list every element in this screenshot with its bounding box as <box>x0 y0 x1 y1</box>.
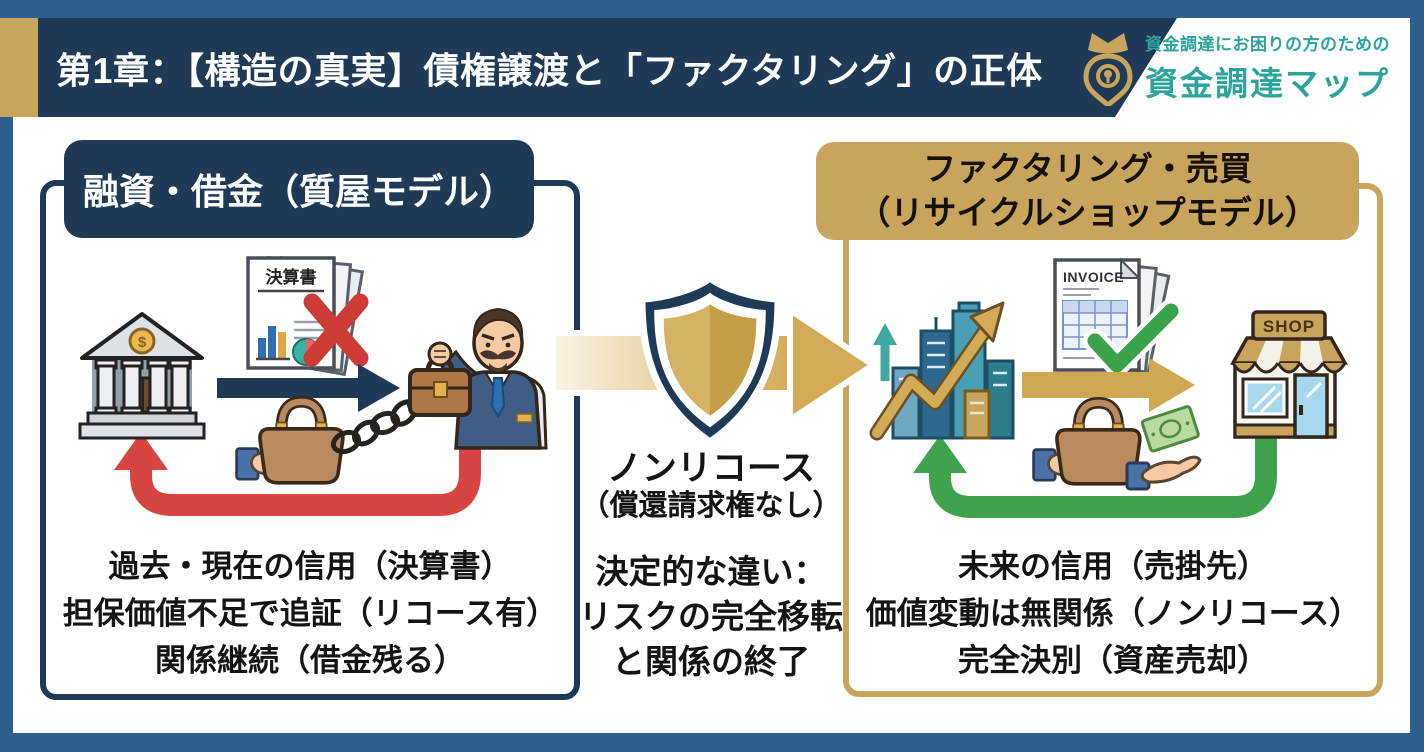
rejected-cross-icon <box>303 293 369 367</box>
shield-icon <box>638 273 782 447</box>
loan-panel-title: 融資・借金（質屋モデル） <box>82 171 515 212</box>
approved-check-icon <box>1083 299 1183 377</box>
dollar-symbol: $ <box>138 334 147 351</box>
key-difference-line: 決定的な違い： <box>595 553 827 590</box>
logo-text: 資金調達にお困りの方のための 資金調達マップ <box>1145 30 1390 105</box>
no-recourse-sublabel: （償還請求権なし） <box>580 490 842 522</box>
risk-transfer-art <box>550 273 879 447</box>
factoring-notes: 未来の信用（売掛先） 価値変動は無関係（ノンリコース） 完全決別（資産売却） <box>843 543 1383 684</box>
factoring-note-line: 価値変動は無関係（ノンリコース） <box>865 596 1361 631</box>
pawnbroker-icon <box>408 307 548 450</box>
loan-panel-title-chip: 融資・借金（質屋モデル） <box>64 140 534 238</box>
brand-logo: 資金調達にお困りの方のための 資金調達マップ <box>1080 26 1390 108</box>
factoring-panel-title-line2: （リサイクルショップモデル） <box>857 194 1318 231</box>
factoring-panel-title-line1: ファクタリング・売買 <box>923 150 1252 187</box>
sale-arrow-icon <box>1022 358 1195 412</box>
loan-note-line: 過去・現在の信用（決算書） <box>108 549 512 584</box>
header-bar: 第1章：【構造の真実】債権譲渡と「ファクタリング」の正体 <box>38 18 1177 117</box>
key-difference-text: 決定的な違い： リスクの完全移転 と関係の終了 <box>511 549 911 684</box>
loan-arrow-icon <box>217 364 400 412</box>
bank-icon: $ <box>78 312 206 440</box>
loan-note-line: 担保価値不足で追証（リコース有） <box>62 596 558 631</box>
factoring-panel-title-chip: ファクタリング・売買 （リサイクルショップモデル） <box>816 142 1359 240</box>
loan-illustration: $ 決算書 <box>78 255 548 516</box>
factoring-note-line: 未来の信用（売掛先） <box>958 549 1268 584</box>
cash-icon <box>1140 405 1200 453</box>
key-difference-line: と関係の終了 <box>612 643 810 680</box>
logo-brand: 資金調達マップ <box>1145 64 1390 102</box>
crown-map-pin-icon <box>1083 33 1133 106</box>
shop-sign-label: SHOP <box>1263 317 1315 336</box>
factoring-note-line: 完全決別（資産売却） <box>958 643 1268 678</box>
logo-tagline: 資金調達にお困りの方のための <box>1145 34 1390 54</box>
factoring-illustration: INVOICE <box>869 257 1348 518</box>
invoice-title: INVOICE <box>1063 269 1124 285</box>
page-title: 第1章：【構造の真実】債権譲渡と「ファクタリング」の正体 <box>56 49 1043 91</box>
no-recourse-label: ノンリコース <box>606 449 816 488</box>
statement-title: 決算書 <box>266 267 317 287</box>
growth-city-icon <box>869 301 1015 441</box>
loan-notes: 過去・現在の信用（決算書） 担保価値不足で追証（リコース有） 関係継続（借金残る… <box>40 543 580 684</box>
key-difference-line: リスクの完全移転 <box>579 598 843 635</box>
shop-icon: SHOP <box>1230 310 1348 439</box>
loan-note-line: 関係継続（借金残る） <box>155 643 465 678</box>
collateral-bag-icon <box>237 402 343 483</box>
resale-return-arrow-icon <box>913 435 1277 518</box>
briefcase-icon <box>408 356 472 417</box>
header-gold-accent <box>0 18 38 117</box>
asset-bag-icon <box>1034 403 1140 484</box>
receiving-hand-icon <box>1125 455 1202 491</box>
repayment-arrow-icon <box>114 432 481 516</box>
